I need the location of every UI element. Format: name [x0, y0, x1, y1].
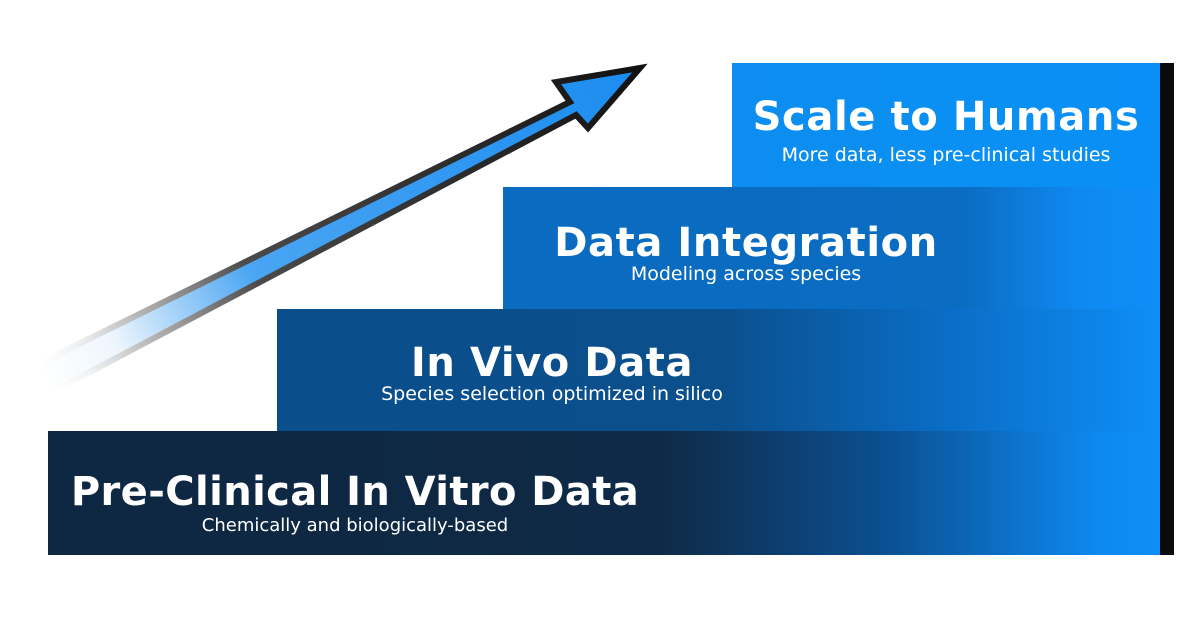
step-subtitle: Chemically and biologically-based	[201, 515, 509, 536]
growth-arrow	[0, 0, 700, 430]
step-title: Scale to Humans	[752, 94, 1140, 140]
arrow-body	[38, 63, 648, 397]
staircase-edge-bar	[1160, 63, 1174, 555]
step-subtitle: Modeling across species	[630, 263, 862, 285]
step-title: Data Integration	[554, 220, 938, 266]
arrow-up-right-icon	[38, 63, 648, 397]
step-subtitle: More data, less pre-clinical studies	[781, 144, 1111, 166]
step-title: Pre-Clinical In Vitro Data	[70, 469, 640, 515]
step-data-integration: Data Integration Modeling across species	[503, 187, 1160, 309]
step-pre-clinical-in-vitro: Pre-Clinical In Vitro Data Chemically an…	[48, 431, 1160, 555]
step-title: In Vivo Data	[410, 340, 694, 386]
step-scale-to-humans: Scale to Humans More data, less pre-clin…	[732, 63, 1160, 187]
step-in-vivo: In Vivo Data Species selection optimized…	[277, 309, 1160, 431]
step-subtitle: Species selection optimized in silico	[381, 383, 723, 405]
